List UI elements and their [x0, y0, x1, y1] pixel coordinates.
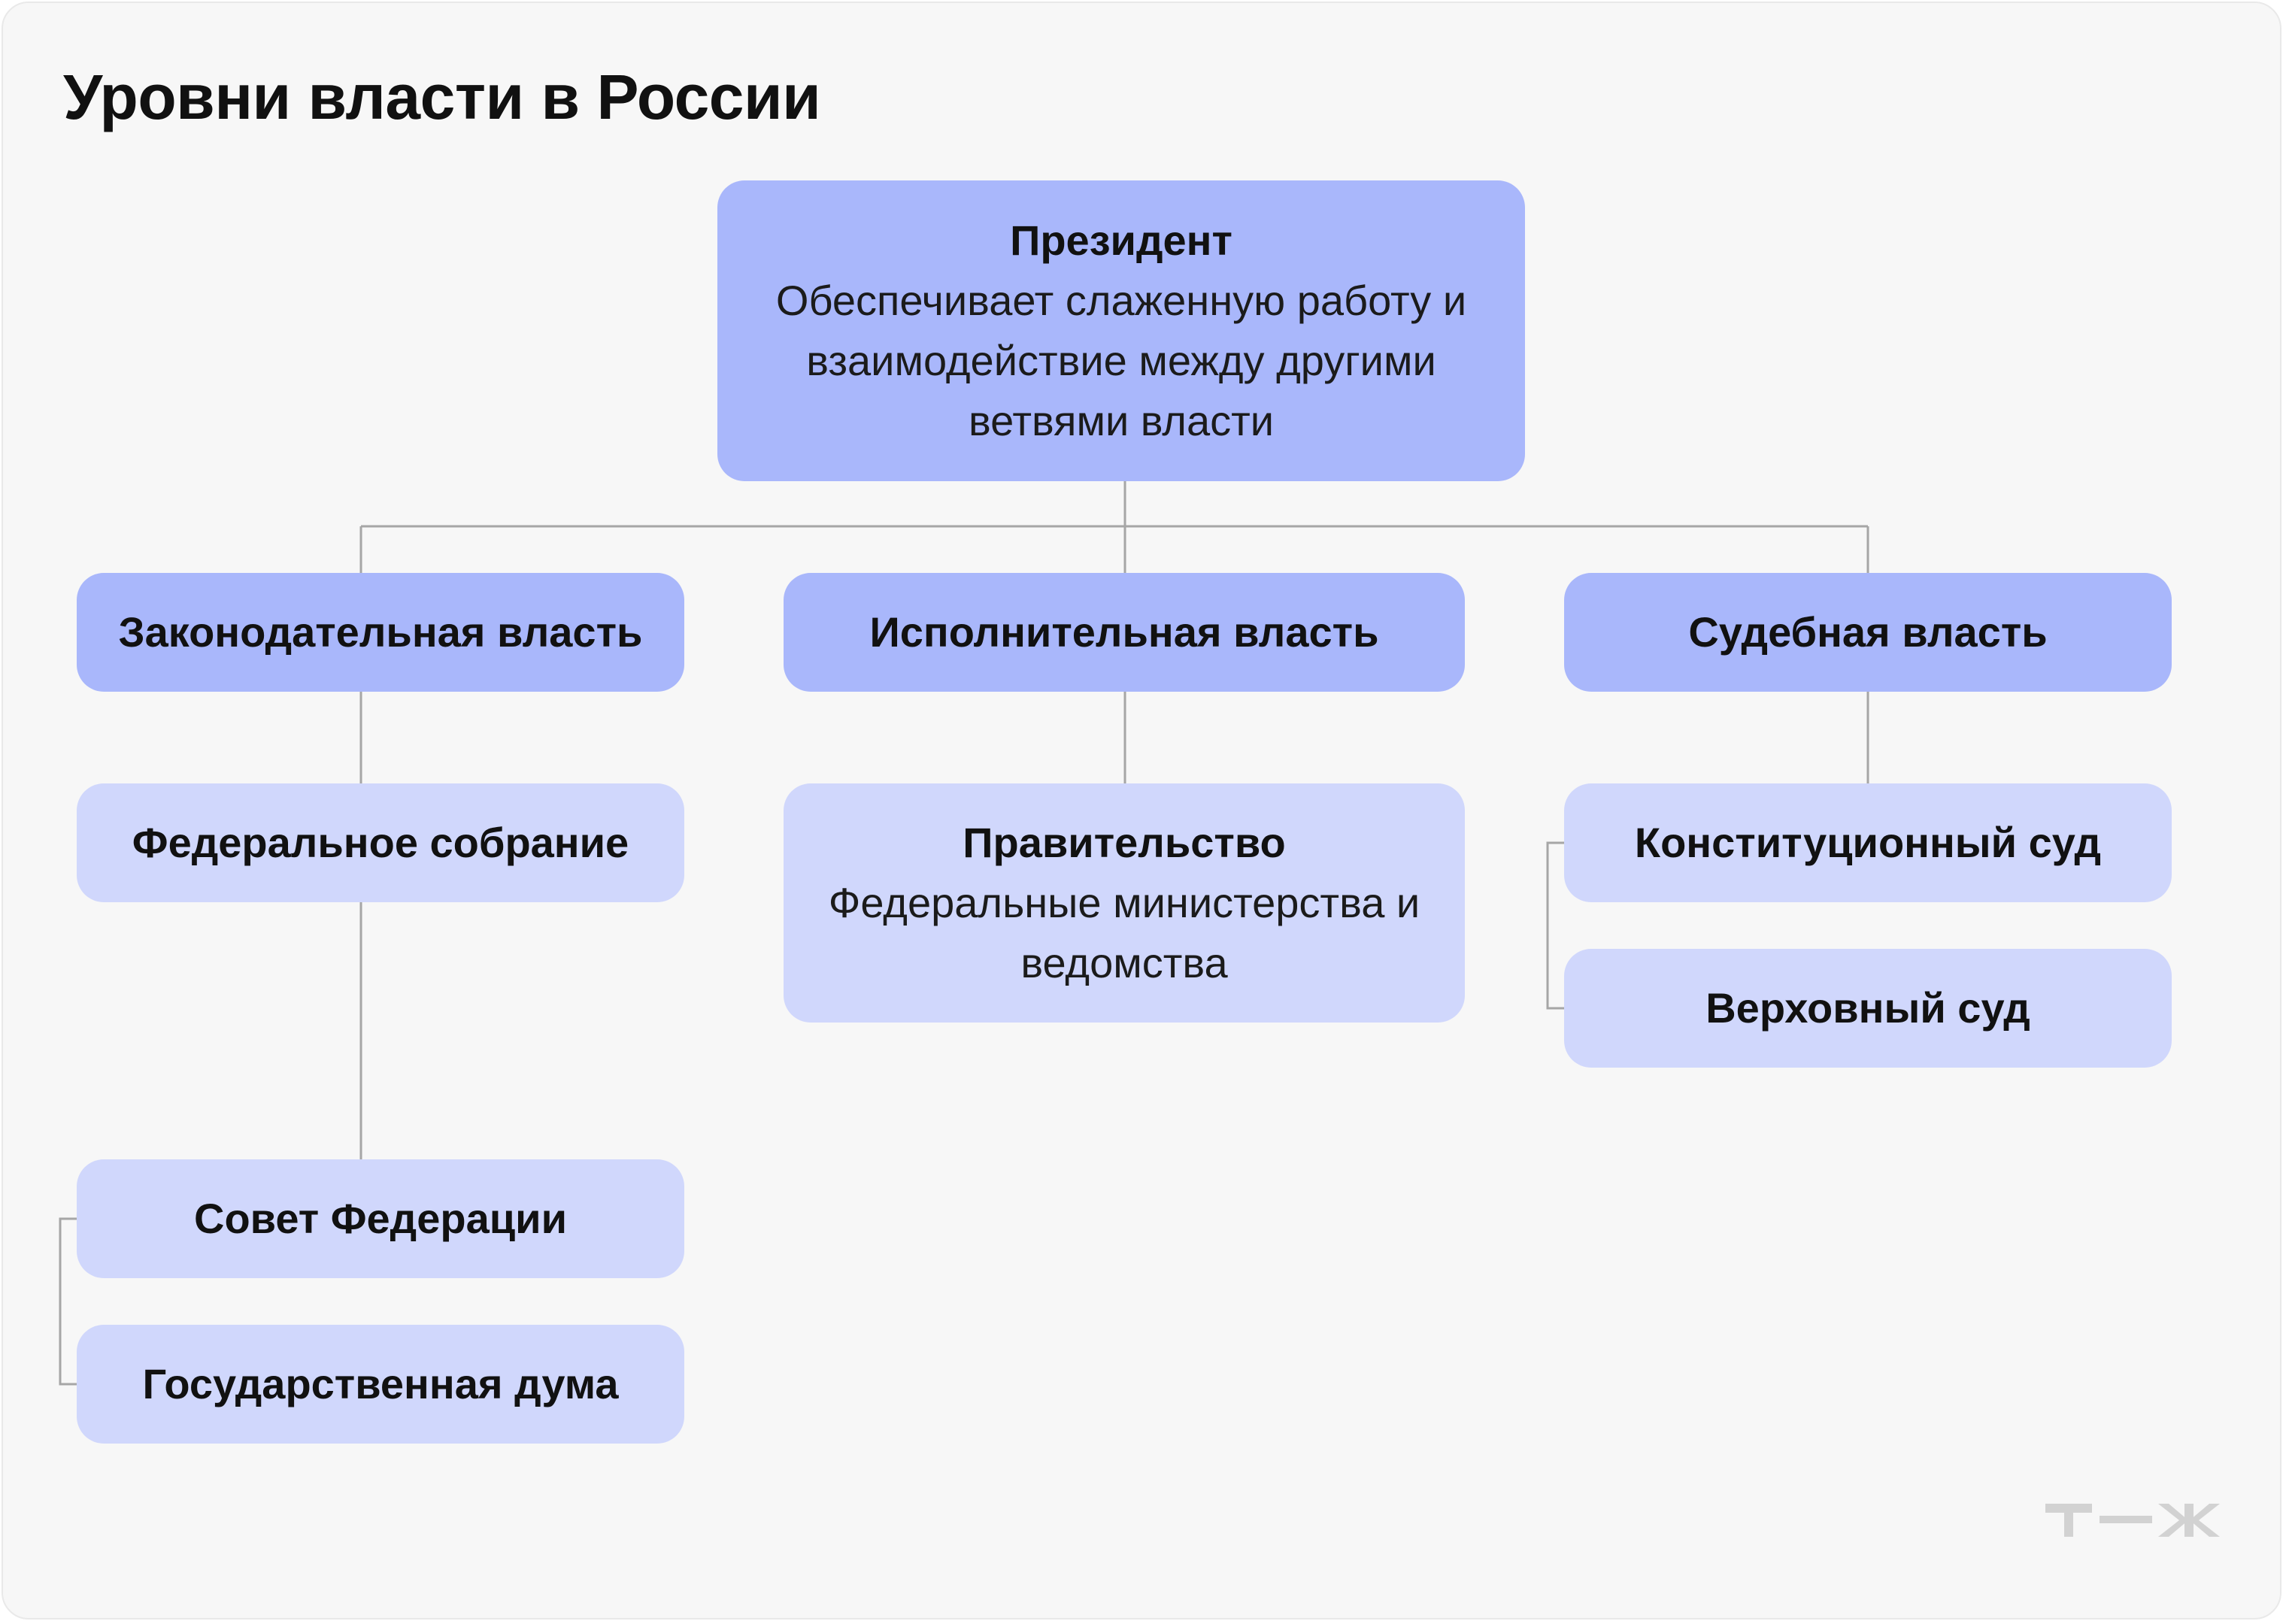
- state-duma-node: Государственная дума: [77, 1325, 684, 1444]
- branch-legislative: Законодательная власть: [77, 573, 684, 692]
- tzh-logo-icon: [2045, 1504, 2220, 1537]
- branch-judicial-title: Судебная власть: [1688, 608, 2048, 656]
- branch-legislative-title: Законодательная власть: [118, 608, 643, 656]
- government-title: Правительство: [963, 819, 1286, 866]
- constitutional-court-title: Конституционный суд: [1634, 819, 2102, 866]
- federal-assembly-title: Федеральное собрание: [132, 819, 629, 866]
- diagram-title: Уровни власти в России: [63, 62, 821, 132]
- federal-assembly-node: Федеральное собрание: [77, 783, 684, 902]
- president-node: Президент Обеспечивает слаженную работу …: [717, 180, 1525, 481]
- branch-executive: Исполнительная власть: [784, 573, 1465, 692]
- supreme-court-title: Верховный суд: [1705, 984, 2030, 1032]
- state-duma-title: Государственная дума: [142, 1360, 619, 1407]
- government-description: Федеральные министерства и ведомства: [828, 879, 1420, 986]
- federation-council-title: Совет Федерации: [194, 1195, 567, 1242]
- president-title: Президент: [1010, 217, 1232, 264]
- supreme-court-node: Верховный суд: [1564, 949, 2172, 1068]
- branch-judicial: Судебная власть: [1564, 573, 2172, 692]
- constitutional-court-node: Конституционный суд: [1564, 783, 2172, 902]
- president-description: Обеспечивает слаженную работу и взаимоде…: [775, 277, 1467, 444]
- government-node: Правительство Федеральные министерства и…: [784, 783, 1465, 1023]
- branch-executive-title: Исполнительная власть: [869, 608, 1379, 656]
- federation-council-node: Совет Федерации: [77, 1159, 684, 1278]
- connector-courts-bracket: [1546, 841, 1564, 1010]
- connector-chambers-bracket: [59, 1217, 77, 1386]
